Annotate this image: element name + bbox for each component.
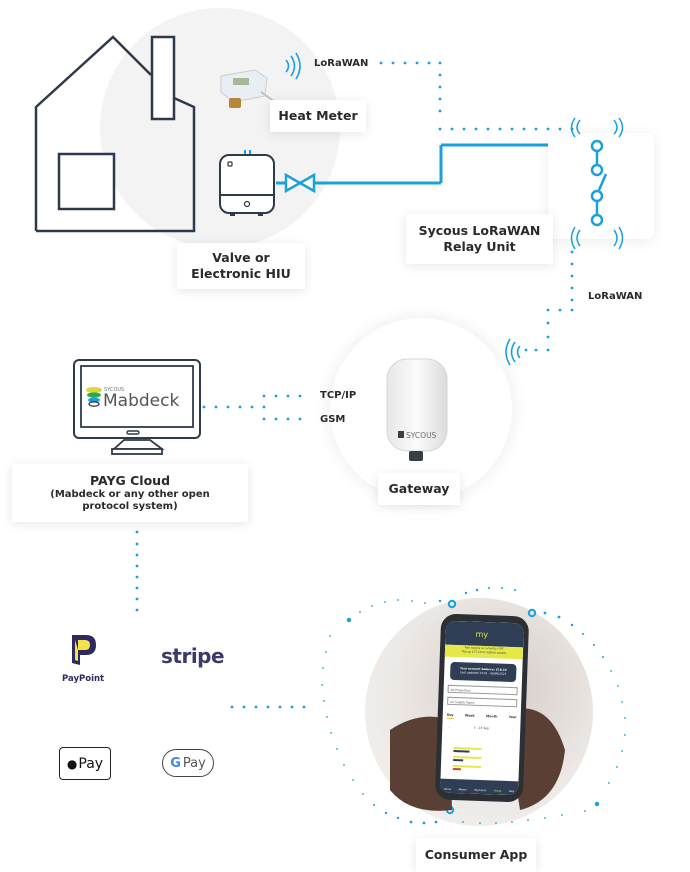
supply-notice: Your supply is currently: OFF Top up £17… bbox=[444, 644, 524, 660]
period-tabs: Day Week Month Year bbox=[446, 712, 517, 721]
meter-relay-dots bbox=[379, 61, 574, 131]
tab-week[interactable]: Week bbox=[464, 713, 475, 718]
cloud-gateway-dots bbox=[202, 394, 302, 421]
stripe-logo: stripe bbox=[161, 644, 225, 668]
google-pay-button: G Pay bbox=[162, 749, 214, 777]
valve-hiu-label: Valve or Electronic HIU bbox=[177, 243, 305, 289]
relay-unit-line1: Sycous LoRaWAN bbox=[418, 223, 541, 238]
nav-usage[interactable]: Usage bbox=[493, 789, 502, 793]
house-icon bbox=[34, 35, 196, 233]
chevron-down-icon: ⌄ bbox=[510, 701, 514, 707]
payg-cloud-title: PAYG Cloud bbox=[89, 473, 171, 488]
relay-switch-icon bbox=[570, 117, 624, 250]
monitor-icon: SYCOUS Mabdeck bbox=[73, 359, 201, 455]
apple-pay-label: Pay bbox=[78, 755, 104, 772]
properties-dropdown-value: All Properties bbox=[450, 687, 471, 693]
consumer-app-label: Consumer App bbox=[416, 838, 536, 872]
wireless-signal-icon bbox=[285, 52, 301, 80]
phone-screen: my Your supply is currently: OFF Top up … bbox=[440, 620, 524, 796]
usage-bar bbox=[453, 747, 482, 751]
usage-bar bbox=[453, 750, 470, 753]
balance-card: Your account balance: £18.10 Last update… bbox=[449, 661, 517, 683]
apple-icon: ● bbox=[66, 756, 78, 771]
usage-bar bbox=[452, 765, 481, 768]
usage-bar bbox=[452, 768, 461, 771]
gateway-brand: SYCOUS bbox=[406, 431, 437, 440]
tab-month[interactable]: Month bbox=[485, 714, 498, 719]
supply-types-dropdown[interactable]: All Supply Types ⌄ bbox=[447, 696, 518, 708]
gateway-label: Gateway bbox=[378, 473, 460, 505]
payg-cloud-sublabel: (Mabdeck or any other open protocol syst… bbox=[50, 489, 210, 512]
bottom-nav: Home Meters Payments Usage Help bbox=[440, 778, 519, 796]
nav-meters[interactable]: Meters bbox=[458, 788, 467, 792]
apple-pay-button: ● Pay bbox=[59, 747, 111, 780]
prev-arrow-icon[interactable]: ‹ bbox=[448, 724, 451, 731]
lorawan-label-meter: LoRaWAN bbox=[314, 58, 369, 69]
usage-bar bbox=[453, 756, 482, 760]
hiu-icon bbox=[219, 150, 275, 216]
relay-gateway-dots bbox=[524, 250, 574, 352]
gateway-device-icon: SYCOUS bbox=[386, 358, 448, 461]
payments-app-dots bbox=[230, 705, 306, 709]
valve-hiu-line1: Valve or bbox=[212, 250, 270, 265]
gsm-label: GSM bbox=[320, 414, 346, 425]
usage-bar-chart bbox=[452, 747, 482, 771]
properties-dropdown[interactable]: All Properties ⌄ bbox=[447, 684, 518, 696]
payg-cloud-label: PAYG Cloud (Mabdeck or any other open pr… bbox=[12, 464, 248, 522]
nav-home[interactable]: Home bbox=[443, 787, 452, 791]
valve-hiu-line2: Electronic HIU bbox=[191, 266, 291, 281]
paypoint-label: PayPoint bbox=[62, 674, 105, 684]
lorawan-label-gateway: LoRaWAN bbox=[588, 291, 643, 302]
next-arrow-icon[interactable]: › bbox=[512, 727, 515, 734]
nav-payments[interactable]: Payments bbox=[474, 788, 487, 793]
relay-unit-label: Sycous LoRaWAN Relay Unit bbox=[406, 214, 553, 264]
gateway-text: Gateway bbox=[388, 481, 450, 496]
cloud-payments-dots bbox=[135, 530, 139, 612]
tab-year[interactable]: Year bbox=[508, 714, 517, 720]
tcpip-label: TCP/IP bbox=[320, 390, 357, 401]
heat-meter-label: Heat Meter bbox=[270, 100, 366, 132]
app-header: my bbox=[445, 620, 524, 648]
mabdeck-logo-icon bbox=[86, 387, 102, 407]
mabdeck-brand-large: Mabdeck bbox=[103, 391, 179, 411]
google-g-icon: G bbox=[170, 755, 181, 771]
heat-meter-icon bbox=[220, 69, 276, 108]
supply-types-dropdown-value: All Supply Types bbox=[450, 699, 475, 705]
heat-meter-text: Heat Meter bbox=[278, 108, 358, 123]
mabdeck-brand-small: SYCOUS bbox=[104, 387, 124, 393]
date-range-text: 7 - 13 Sep bbox=[473, 725, 490, 731]
phone-device: my Your supply is currently: OFF Top up … bbox=[434, 613, 530, 803]
app-brand: my bbox=[475, 629, 489, 640]
chevron-down-icon: ⌄ bbox=[510, 690, 514, 695]
nav-help[interactable]: Help bbox=[508, 789, 515, 794]
usage-bar bbox=[453, 759, 464, 762]
google-pay-label: Pay bbox=[182, 755, 206, 771]
consumer-app-text: Consumer App bbox=[424, 847, 528, 862]
paypoint-logo-icon bbox=[72, 635, 96, 665]
relay-unit-line2: Relay Unit bbox=[443, 239, 516, 254]
date-range: ‹ 7 - 13 Sep › bbox=[446, 725, 516, 733]
tab-day[interactable]: Day bbox=[446, 712, 454, 720]
gateway-signal-icon bbox=[505, 338, 521, 366]
